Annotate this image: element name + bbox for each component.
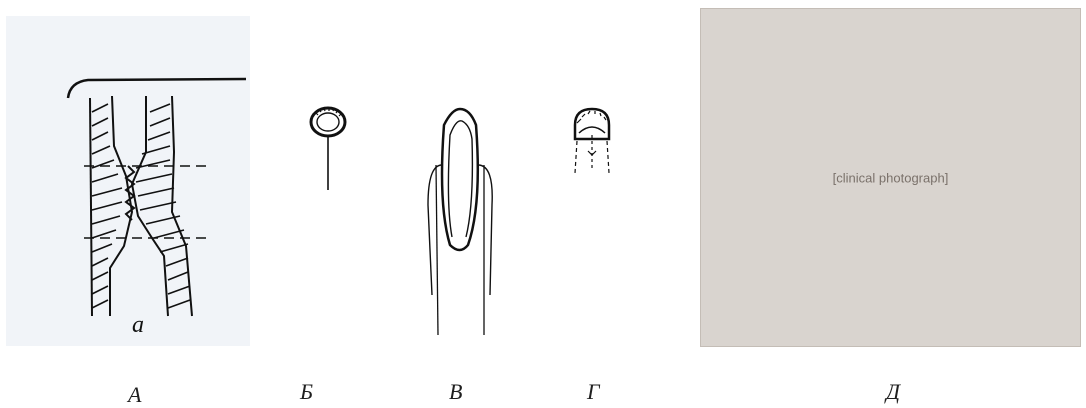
caption-g: Г xyxy=(587,379,600,405)
caption-a: А xyxy=(128,382,141,408)
clinical-photo-placeholder: [clinical photograph] xyxy=(700,8,1081,347)
urethra-tract-drawing: a xyxy=(6,16,250,346)
photo-placeholder-label: [clinical photograph] xyxy=(701,170,1080,185)
drawing-letter: a xyxy=(132,312,144,338)
caption-v: В xyxy=(449,379,462,405)
ring-tube-drawing xyxy=(555,95,630,185)
diagram-panel-a: a xyxy=(6,16,250,346)
caption-b: Б xyxy=(300,379,313,405)
diagram-panel-b xyxy=(290,60,370,210)
diagram-panel-g xyxy=(555,95,630,185)
tube-flap-drawing xyxy=(410,95,510,345)
diagram-panel-v xyxy=(410,95,510,345)
caption-d: Д xyxy=(886,379,900,405)
ring-suture-drawing xyxy=(290,60,370,210)
